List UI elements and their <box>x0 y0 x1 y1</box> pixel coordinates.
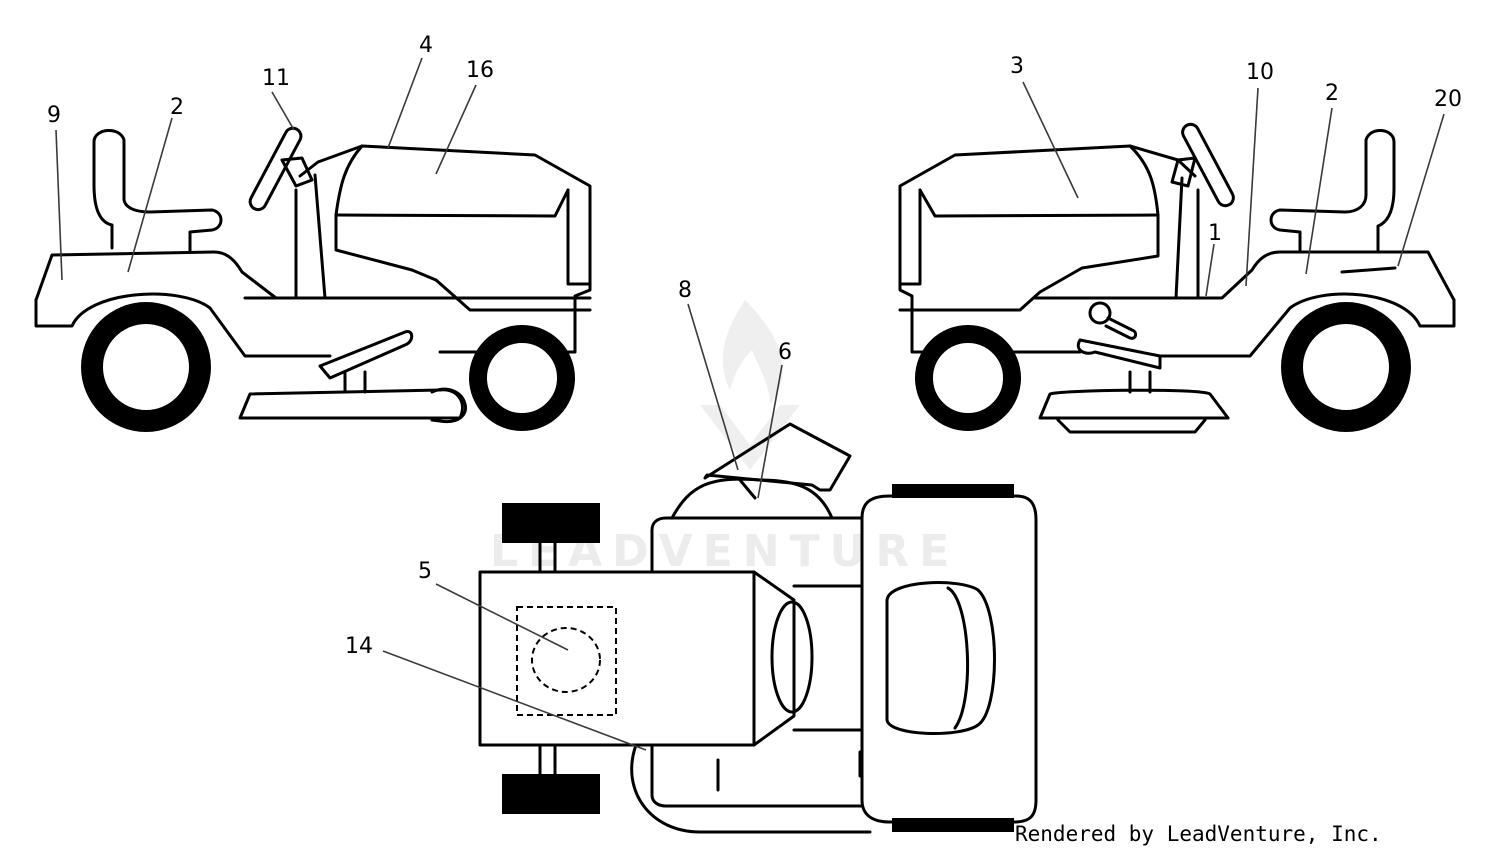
top-seat-fender <box>478 570 756 747</box>
callout-2b: 2 <box>1325 81 1339 106</box>
decal-zone-5 <box>516 606 617 716</box>
right-side-view-tractor <box>898 122 1456 434</box>
steering-wheel-right <box>1181 122 1235 208</box>
callout-4: 4 <box>419 33 433 58</box>
ignition-key-icon <box>1088 301 1112 325</box>
steering-wheel <box>248 126 303 212</box>
callout-8: 8 <box>678 278 692 303</box>
leader-lines <box>55 57 1445 751</box>
callout-1: 1 <box>1208 221 1222 246</box>
callout-16: 16 <box>466 58 494 83</box>
mower-deck-right <box>1038 388 1230 420</box>
callout-10: 10 <box>1246 60 1274 85</box>
top-wheel-upper <box>502 503 600 543</box>
callout-3: 3 <box>1010 54 1024 79</box>
left-side-view-tractor <box>34 126 592 432</box>
callout-11: 11 <box>262 66 290 91</box>
top-view-tractor <box>478 422 1038 834</box>
callout-6: 6 <box>778 340 792 365</box>
callout-9: 9 <box>47 103 61 128</box>
discharge-chute <box>703 422 852 492</box>
top-wheel-lower <box>502 774 600 814</box>
callout-labels: 9 2 11 4 16 3 10 2 20 1 8 6 5 14 <box>47 33 1462 659</box>
top-hood <box>860 494 1038 824</box>
mower-deck <box>238 388 464 420</box>
callout-20: 20 <box>1434 87 1462 112</box>
render-credit: Rendered by LeadVenture, Inc. <box>1015 822 1382 846</box>
leadventure-watermark: LEADVENTURE <box>490 300 949 577</box>
callout-5: 5 <box>418 559 432 584</box>
callout-2: 2 <box>170 95 184 120</box>
callout-14: 14 <box>345 634 373 659</box>
decal-strip-20 <box>1340 266 1397 274</box>
